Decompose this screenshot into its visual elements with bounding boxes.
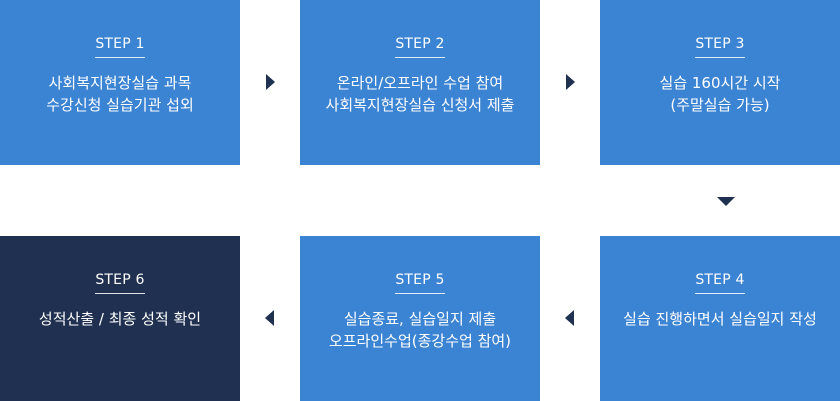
step-4-description: 실습 진행하면서 실습일지 작성 [600, 308, 840, 330]
step-2-line-1: 온라인/오프라인 수업 참여 [336, 74, 504, 92]
step-1-title: STEP 1 [95, 36, 145, 58]
step-1-line-1: 사회복지현장실습 과목 [48, 74, 192, 92]
step-3-title: STEP 3 [695, 36, 745, 58]
step-3-line-1: 실습 160시간 시작 [659, 74, 781, 92]
step-6-description: 성적산출 / 최종 성적 확인 [0, 308, 240, 330]
step-3-box: STEP 3 실습 160시간 시작 (주말실습 가능) [600, 0, 840, 165]
arrow-right-icon [566, 74, 575, 90]
arrow-left-icon [265, 310, 274, 326]
step-2-title: STEP 2 [395, 36, 445, 58]
arrow-down-icon [717, 197, 735, 206]
step-5-title: STEP 5 [395, 272, 445, 294]
arrow-left-icon [565, 310, 574, 326]
step-2-line-2: 사회복지현장실습 신청서 제출 [325, 96, 515, 114]
step-5-description: 실습종료, 실습일지 제출 오프라인수업(종강수업 참여) [300, 308, 540, 352]
arrow-right-icon [266, 74, 275, 90]
step-6-line-1: 성적산출 / 최종 성적 확인 [38, 310, 202, 328]
step-1-box: STEP 1 사회복지현장실습 과목 수강신청 실습기관 섭외 [0, 0, 240, 165]
step-6-title: STEP 6 [95, 272, 145, 294]
step-5-line-2: 오프라인수업(종강수업 참여) [328, 332, 512, 350]
step-4-box: STEP 4 실습 진행하면서 실습일지 작성 [600, 236, 840, 401]
step-3-description: 실습 160시간 시작 (주말실습 가능) [600, 72, 840, 116]
step-6-box: STEP 6 성적산출 / 최종 성적 확인 [0, 236, 240, 401]
step-3-line-2: (주말실습 가능) [670, 96, 770, 114]
step-4-title: STEP 4 [695, 272, 745, 294]
step-1-line-2: 수강신청 실습기관 섭외 [46, 96, 194, 114]
step-5-box: STEP 5 실습종료, 실습일지 제출 오프라인수업(종강수업 참여) [300, 236, 540, 401]
step-5-line-1: 실습종료, 실습일지 제출 [343, 310, 497, 328]
step-2-description: 온라인/오프라인 수업 참여 사회복지현장실습 신청서 제출 [300, 72, 540, 116]
step-2-box: STEP 2 온라인/오프라인 수업 참여 사회복지현장실습 신청서 제출 [300, 0, 540, 165]
step-1-description: 사회복지현장실습 과목 수강신청 실습기관 섭외 [0, 72, 240, 116]
step-4-line-1: 실습 진행하면서 실습일지 작성 [623, 310, 817, 328]
